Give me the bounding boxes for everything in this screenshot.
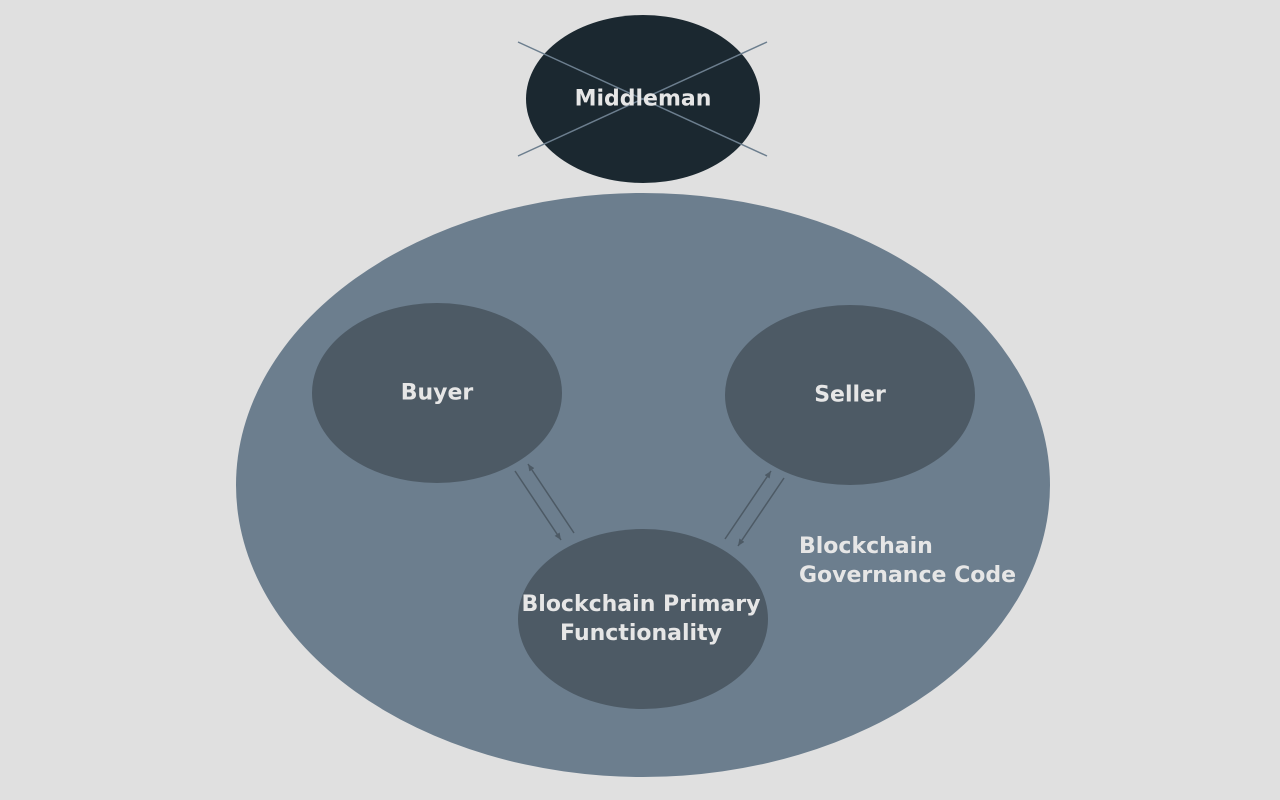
governance-label-line1: Blockchain xyxy=(799,534,933,559)
arrow-buyer-to-primary xyxy=(514,470,562,541)
primary-functionality-label: Blockchain Primary Functionality xyxy=(522,590,761,648)
primary-functionality-node xyxy=(518,529,768,709)
arrow-primary-to-buyer xyxy=(527,463,575,534)
governance-label: Blockchain Governance Code xyxy=(799,532,1016,590)
governance-label-line2: Governance Code xyxy=(799,563,1017,588)
buyer-label: Buyer xyxy=(400,380,474,406)
buyer-node xyxy=(312,303,562,483)
arrow-primary-to-seller xyxy=(724,470,772,540)
primary-label-line1: Blockchain Primary xyxy=(521,592,761,617)
middleman-cross-line-2 xyxy=(517,41,768,157)
primary-label-line2: Functionality xyxy=(560,621,722,646)
middleman-label: Middleman xyxy=(574,86,712,112)
arrow-seller-to-primary xyxy=(737,477,785,547)
seller-label: Seller xyxy=(814,382,886,408)
seller-node xyxy=(725,305,975,485)
